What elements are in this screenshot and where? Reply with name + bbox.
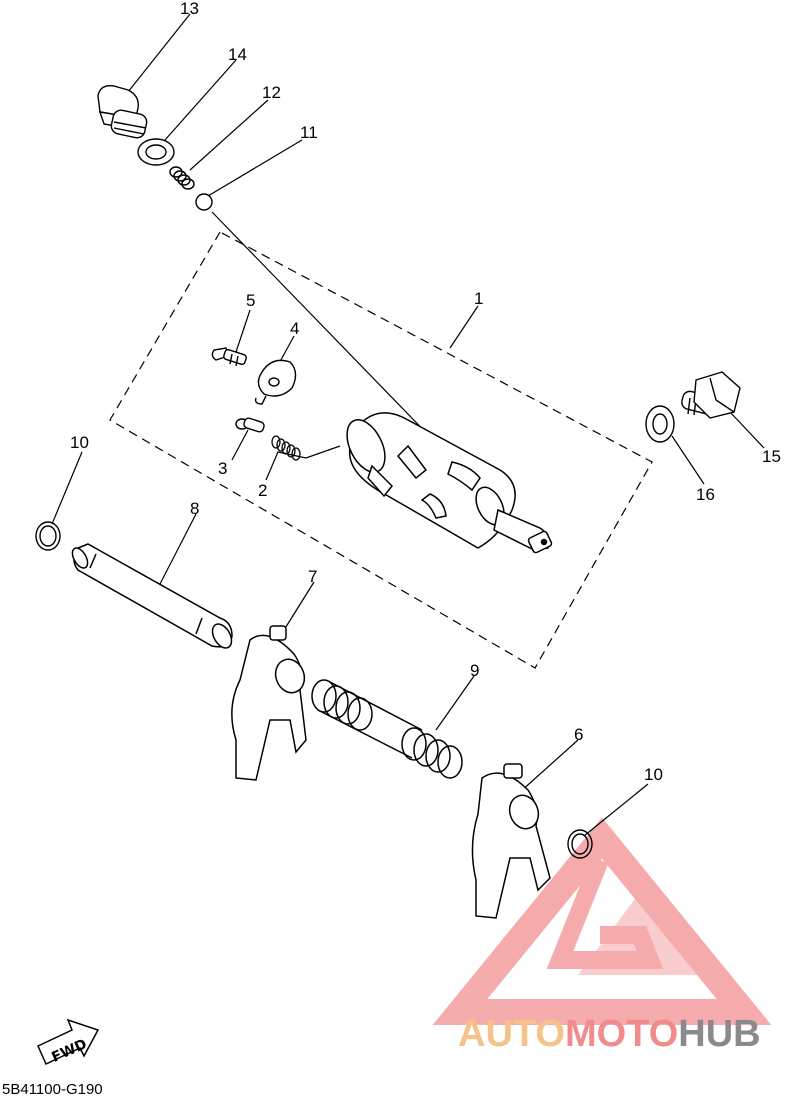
washer-16 <box>645 405 675 443</box>
watermark-auto: AUTO <box>458 1013 565 1055</box>
watermark-moto: MOTO <box>565 1013 678 1055</box>
callout-9: 9 <box>470 661 479 680</box>
spring-9 <box>311 679 463 779</box>
callout-13: 13 <box>180 0 199 18</box>
pin-3 <box>235 417 265 433</box>
callout-4: 4 <box>290 319 299 338</box>
callout-10-right: 10 <box>644 765 663 784</box>
watermark-hub: HUB <box>678 1013 760 1055</box>
callout-16: 16 <box>696 485 715 504</box>
ball-11 <box>195 193 213 211</box>
washer-14 <box>137 138 175 166</box>
stopper-plate-4 <box>254 359 297 405</box>
callout-3: 3 <box>218 459 227 478</box>
callout-6: 6 <box>574 725 583 744</box>
plug-bolt-13 <box>97 85 148 139</box>
spring-12 <box>169 166 195 190</box>
bolt-15 <box>681 371 741 419</box>
assembly-boundary <box>109 231 653 669</box>
callout-numbers: 13 14 12 11 1 5 4 3 2 10 8 7 9 6 10 15 1… <box>70 0 781 784</box>
shift-cam-1 <box>346 412 553 554</box>
circlip-10-left <box>35 521 61 551</box>
shift-fork-7 <box>231 625 307 781</box>
callout-8: 8 <box>190 499 199 518</box>
watermark-text: AUTOMOTOHUB <box>458 1013 761 1055</box>
callout-11: 11 <box>300 123 318 142</box>
watermark-logo <box>432 817 772 1025</box>
spring-2 <box>271 435 301 461</box>
callout-15: 15 <box>762 447 781 466</box>
callout-12: 12 <box>262 83 281 102</box>
callout-7: 7 <box>308 567 317 586</box>
callout-2: 2 <box>258 481 267 500</box>
shift-fork-6 <box>471 763 551 919</box>
callout-10-left: 10 <box>70 433 89 452</box>
fwd-arrow-icon <box>37 1018 100 1066</box>
screw-5 <box>211 347 247 367</box>
callout-5: 5 <box>246 291 255 310</box>
circlip-10-right <box>567 829 593 859</box>
diagram-code: 5B41100-G190 <box>2 1081 103 1098</box>
guide-bar-8 <box>71 543 233 649</box>
callout-14: 14 <box>228 45 247 64</box>
callout-1: 1 <box>474 289 483 308</box>
